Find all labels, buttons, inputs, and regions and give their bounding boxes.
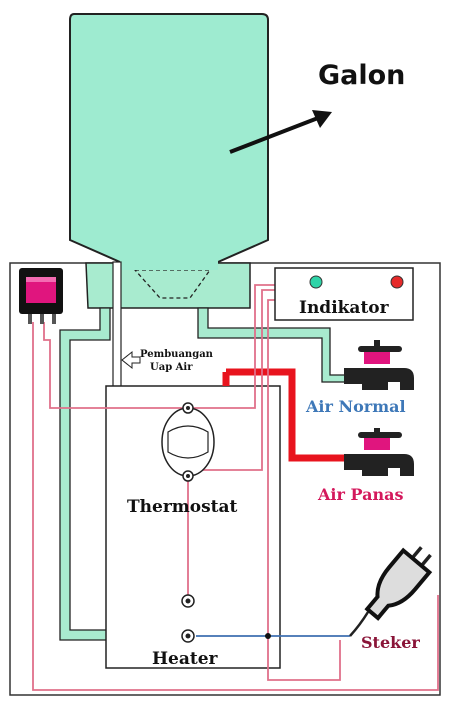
thermostat-unit xyxy=(161,402,215,482)
arrow-icon xyxy=(229,110,332,154)
water-tap-icon xyxy=(344,340,414,390)
indikator-label: Indikator xyxy=(299,298,390,318)
water-tap-icon xyxy=(344,428,414,476)
pembuangan-label-line1: Pembuangan xyxy=(140,349,214,360)
steam-vent-pipe xyxy=(112,261,122,391)
heater-terminal-bottom xyxy=(181,629,195,643)
pembuangan-label-line2: Uap Air xyxy=(150,362,193,373)
wire-junction xyxy=(265,633,271,639)
air-panas-label: Air Panas xyxy=(317,485,403,504)
heater-label: Heater xyxy=(152,649,219,669)
galon-bottle xyxy=(69,13,269,263)
indicator-lamp-icon xyxy=(390,275,404,289)
indikator-box xyxy=(274,267,414,321)
thermostat-label: Thermostat xyxy=(127,497,238,517)
air-normal-label: Air Normal xyxy=(305,397,406,416)
bottle-neck xyxy=(120,258,218,270)
galon-label: Galon xyxy=(318,60,405,91)
cold-water-pipe-left xyxy=(59,307,121,641)
steker-label: Steker xyxy=(361,633,420,652)
hot-water-pipe xyxy=(226,368,345,462)
indicator-lamp-icon xyxy=(309,275,323,289)
heater-terminal-top xyxy=(181,594,195,608)
plug-cable xyxy=(349,611,370,637)
rocker-switch-icon xyxy=(19,268,63,324)
arrow-icon xyxy=(121,350,141,370)
power-plug-icon xyxy=(364,546,433,621)
